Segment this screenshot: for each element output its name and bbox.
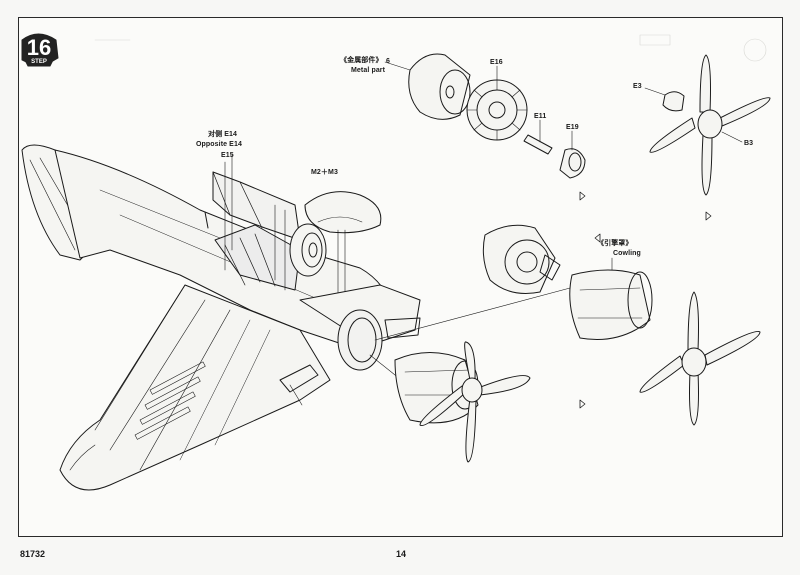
drop-tank-m2-m3: [304, 191, 382, 306]
step-badge: [21, 33, 59, 67]
engine-e16: [466, 65, 528, 141]
ring-e19: [559, 130, 586, 179]
landing-wheel: [289, 223, 327, 277]
label-part-6: 6: [386, 58, 390, 65]
shaft-e11: [523, 119, 553, 155]
label-part-e16: E16: [490, 59, 503, 66]
step-number: 16: [26, 35, 52, 60]
label-metal-part-en: Metal part: [351, 67, 386, 74]
label-cowling-en: Cowling: [613, 250, 641, 257]
direction-arrows: [579, 191, 712, 409]
propeller-mid: [639, 291, 761, 426]
label-part-e19: E19: [566, 124, 579, 131]
label-part-e3: E3: [633, 83, 642, 90]
aircraft-wing: [59, 284, 331, 491]
label-metal-part-cn: 《金属部件》: [340, 57, 383, 64]
step-word: STEP: [31, 59, 47, 65]
kit-number: 81732: [20, 549, 46, 559]
label-part-e15: E15: [221, 152, 234, 159]
label-part-e11: E11: [534, 113, 547, 120]
label-part-b3: B3: [744, 140, 754, 147]
label-cowling-cn: 《引擎罩》: [597, 240, 633, 247]
label-part-m2-m3: M2＋M3: [311, 169, 338, 176]
label-opposite-en: Opposite E14: [196, 141, 242, 148]
label-opposite-cn: 对侧 E14: [208, 131, 237, 138]
propeller-lower: [419, 341, 531, 463]
engine-assembly-mid: [482, 224, 561, 294]
ghost-marks: [94, 34, 767, 62]
page-number: 14: [396, 549, 407, 559]
engine-mount: [299, 279, 601, 396]
metal-part-6: [384, 53, 471, 120]
cowling-part: [569, 257, 653, 341]
propeller-upper: [644, 54, 771, 196]
